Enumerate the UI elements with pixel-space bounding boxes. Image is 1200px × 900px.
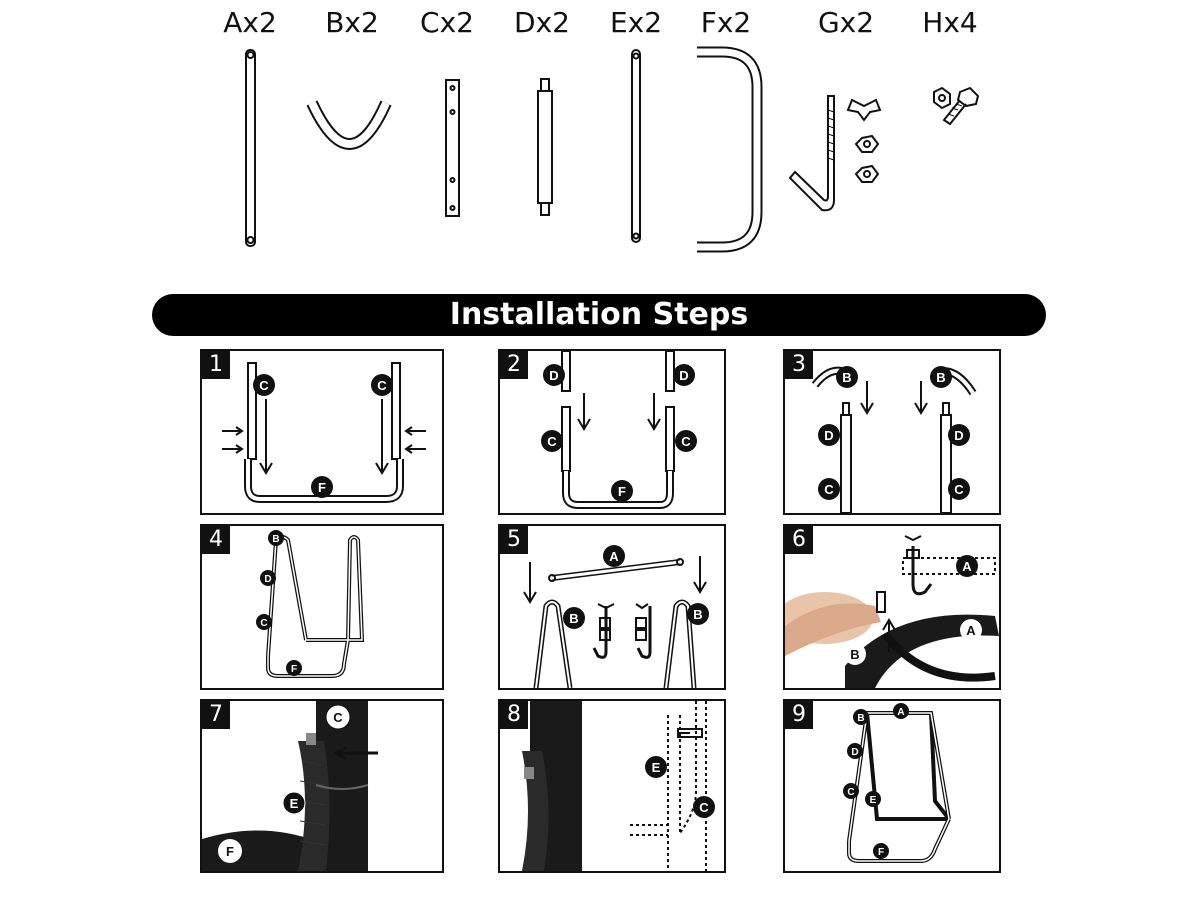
installation-steps-banner: Installation Steps bbox=[152, 294, 1046, 336]
svg-text:B: B bbox=[842, 370, 851, 385]
svg-text:D: D bbox=[954, 428, 963, 443]
svg-text:E: E bbox=[652, 760, 661, 775]
svg-text:A: A bbox=[962, 559, 972, 574]
svg-text:E: E bbox=[870, 795, 877, 806]
svg-text:C: C bbox=[847, 787, 854, 798]
svg-text:C: C bbox=[824, 482, 834, 497]
svg-text:C: C bbox=[699, 800, 709, 815]
connector-bar-icon bbox=[538, 79, 552, 215]
step-5-diagram: A B B bbox=[500, 526, 724, 688]
svg-text:B: B bbox=[272, 534, 279, 545]
svg-text:C: C bbox=[377, 378, 387, 393]
svg-text:D: D bbox=[679, 368, 688, 383]
svg-text:E: E bbox=[290, 796, 299, 811]
step-panel-7: 7 C E F bbox=[200, 699, 444, 873]
svg-text:F: F bbox=[291, 664, 297, 675]
svg-text:C: C bbox=[333, 710, 343, 725]
step-6-diagram: A A B bbox=[785, 526, 999, 688]
step-panel-6: 6 A A B bbox=[783, 524, 1001, 690]
svg-text:F: F bbox=[618, 484, 626, 499]
svg-text:D: D bbox=[549, 368, 558, 383]
svg-text:B: B bbox=[693, 607, 702, 622]
svg-text:F: F bbox=[878, 847, 884, 858]
svg-text:A: A bbox=[609, 549, 619, 564]
step-7-diagram: C E F bbox=[202, 701, 442, 871]
curved-tube-icon bbox=[312, 103, 386, 144]
long-rod-icon bbox=[246, 50, 255, 246]
thin-rod-icon bbox=[632, 50, 640, 242]
svg-text:B: B bbox=[857, 713, 864, 724]
svg-text:D: D bbox=[264, 574, 271, 585]
svg-text:C: C bbox=[681, 434, 691, 449]
step-panel-9: 9 B A D C E F bbox=[783, 699, 1001, 873]
step-panel-5: 5 A B B bbox=[498, 524, 726, 690]
parts-diagram bbox=[0, 0, 1200, 290]
step-8-diagram: E C bbox=[500, 701, 724, 871]
svg-text:C: C bbox=[260, 618, 267, 629]
svg-text:B: B bbox=[936, 370, 945, 385]
svg-text:C: C bbox=[547, 434, 557, 449]
svg-text:F: F bbox=[226, 844, 234, 859]
bolt-nut-icon bbox=[934, 88, 978, 124]
svg-text:D: D bbox=[851, 747, 858, 758]
step-panel-8: 8 E C bbox=[498, 699, 726, 873]
step-panel-1: 1 C C F bbox=[200, 349, 444, 515]
step-2-diagram: D D C C F bbox=[500, 351, 724, 513]
step-3-diagram: B B D D C C bbox=[785, 351, 999, 513]
svg-text:B: B bbox=[569, 611, 578, 626]
svg-text:A: A bbox=[897, 707, 904, 718]
j-hook-icon bbox=[790, 96, 880, 210]
step-panel-3: 3 B B D D C C bbox=[783, 349, 1001, 515]
step-4-diagram: B D C F bbox=[202, 526, 442, 688]
step-9-diagram: B A D C E F bbox=[785, 701, 999, 871]
flat-bar-icon bbox=[446, 80, 459, 216]
step-panel-4: 4 B D C F bbox=[200, 524, 444, 690]
svg-text:C: C bbox=[954, 482, 964, 497]
step-1-diagram: C C F bbox=[202, 351, 442, 513]
step-panel-2: 2 D D C C F bbox=[498, 349, 726, 515]
svg-text:B: B bbox=[850, 647, 859, 662]
svg-text:F: F bbox=[318, 480, 326, 495]
svg-text:C: C bbox=[259, 378, 269, 393]
svg-text:D: D bbox=[824, 428, 833, 443]
svg-text:A: A bbox=[966, 623, 976, 638]
u-frame-icon bbox=[697, 52, 757, 247]
